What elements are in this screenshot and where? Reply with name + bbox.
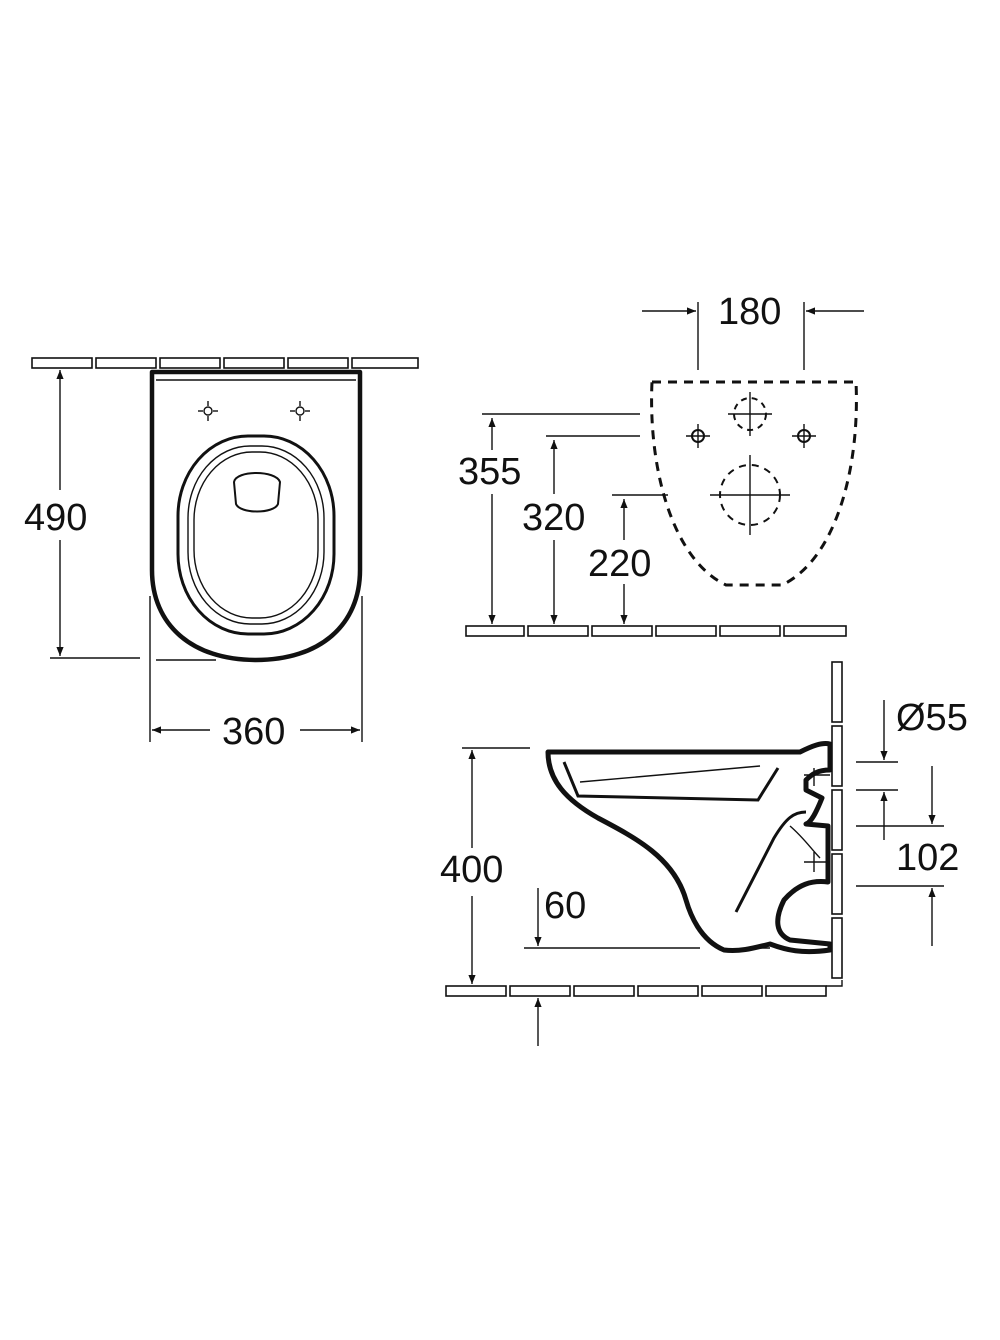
- back-view-outline: [650, 380, 858, 587]
- dimension-355: 355: [458, 413, 640, 624]
- dimension-320: 320: [522, 435, 640, 624]
- dimension-360: 360: [149, 596, 363, 753]
- top-view: 490 360: [24, 357, 419, 753]
- dimension-60: 60: [524, 885, 770, 1046]
- dimension-label: 360: [222, 711, 285, 753]
- dimension-label: 320: [522, 497, 585, 539]
- dimension-label: 490: [24, 497, 87, 539]
- dimension-label: 400: [440, 849, 503, 891]
- dimension-220: 220: [588, 494, 668, 624]
- back-view-floor: [465, 625, 847, 637]
- top-view-outlet: [232, 472, 282, 513]
- back-view: 180 355 320 220: [458, 291, 864, 637]
- top-view-wall: [31, 357, 419, 369]
- dimension-102: 102: [856, 766, 959, 946]
- dimension-label: 180: [718, 291, 781, 333]
- dimension-label: Ø55: [896, 697, 968, 739]
- dimension-180: 180: [642, 291, 864, 370]
- outlet-hole-icon: [710, 455, 790, 535]
- dimension-label: 60: [544, 885, 586, 927]
- dimension-label: 102: [896, 837, 959, 879]
- side-view-floor: [445, 985, 827, 997]
- top-view-bowl-outline: [149, 369, 363, 663]
- side-view-wall: [826, 661, 843, 987]
- fixing-hole-icon: [792, 424, 816, 448]
- dimension-label: 355: [458, 451, 521, 493]
- dimension-490: 490: [24, 370, 140, 659]
- fixing-hole-icon: [686, 424, 710, 448]
- dimension-label: 220: [588, 543, 651, 585]
- inlet-hole-icon: [728, 392, 772, 436]
- top-view-rim: [176, 434, 336, 636]
- fixing-hole-icon: [198, 401, 218, 421]
- fixing-hole-icon: [290, 401, 310, 421]
- dimension-400: 400: [440, 747, 530, 984]
- dimension-outlet-diameter: Ø55: [856, 697, 968, 840]
- side-view: 400 60 Ø55 102: [440, 661, 968, 1046]
- side-view-bowl: [545, 741, 833, 955]
